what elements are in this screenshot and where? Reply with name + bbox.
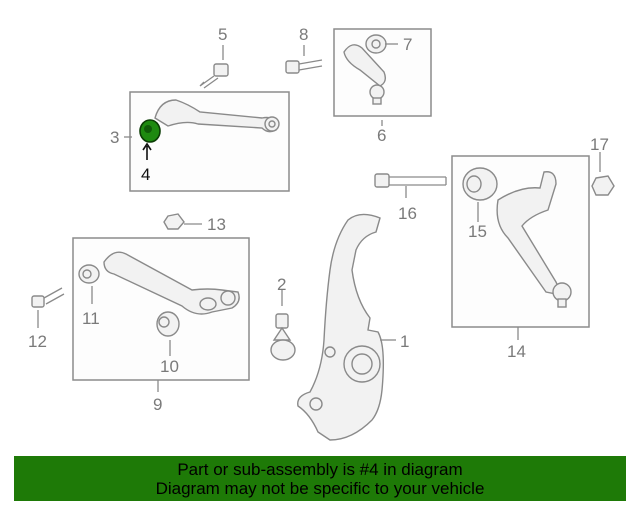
bolt-16 [374, 173, 447, 188]
callout-2: 2 [277, 275, 286, 294]
callout-14: 14 [507, 342, 526, 361]
bushing-4-highlighted [139, 119, 161, 143]
callout-15: 15 [468, 222, 487, 241]
callout-3: 3 [110, 128, 119, 147]
bolt-5 [199, 63, 229, 89]
callout-11: 11 [82, 309, 100, 328]
bolt-12 [31, 287, 65, 308]
callout-8: 8 [299, 25, 308, 44]
callout-6: 6 [377, 126, 386, 145]
link-6 [343, 44, 387, 105]
leader-lines [37, 43, 601, 392]
callout-12: 12 [28, 332, 47, 351]
callout-9: 9 [153, 395, 162, 414]
nut-13 [163, 213, 185, 230]
upper-control-arm-3 [154, 99, 280, 133]
callout-10: 10 [160, 357, 179, 376]
bushing-10 [156, 311, 180, 337]
lower-arm-9 [103, 251, 240, 315]
bushing-7 [365, 34, 387, 54]
control-arm-14 [462, 167, 572, 308]
callout-16: 16 [398, 204, 417, 223]
info-banner: Part or sub-assembly is #4 in diagram Di… [14, 456, 626, 501]
callout-1: 1 [400, 332, 409, 351]
leader-line-4 [142, 142, 152, 160]
callout-13: 13 [207, 215, 226, 234]
nut-17 [591, 175, 615, 196]
callout-5: 5 [218, 25, 227, 44]
group-box-3 [129, 91, 290, 192]
knuckle-1 [297, 213, 385, 441]
bushing-11 [78, 264, 100, 284]
banner-line-1: Part or sub-assembly is #4 in diagram [177, 460, 463, 479]
banner-line-2: Diagram may not be specific to your vehi… [155, 479, 485, 498]
bolt-8 [285, 59, 323, 74]
callout-4: 4 [141, 165, 150, 184]
ball-joint-2 [270, 313, 296, 361]
callout-17: 17 [590, 135, 609, 154]
callout-7: 7 [403, 35, 412, 54]
